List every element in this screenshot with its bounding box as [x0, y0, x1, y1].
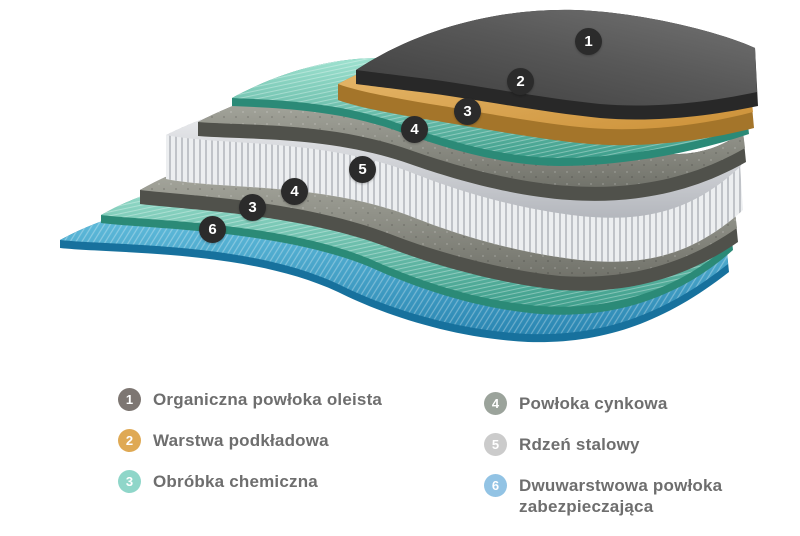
legend-badge-3: 3: [118, 470, 141, 493]
layer-badge-2: 2: [507, 68, 534, 95]
legend-badge-2: 2: [118, 429, 141, 452]
legend-badge-6: 6: [484, 474, 507, 497]
legend-item-5: 5 Rdzeń stalowy: [484, 433, 784, 456]
legend-item-6: 6 Dwuwarstwowa powłoka zabezpieczająca: [484, 474, 784, 518]
layer-badge-3-lower: 3: [239, 194, 266, 221]
layer-badge-3: 3: [454, 98, 481, 125]
legend-label-3: Obróbka chemiczna: [153, 472, 318, 491]
legend-label-2: Warstwa podkładowa: [153, 431, 329, 450]
legend-item-2: 2 Warstwa podkładowa: [118, 429, 448, 452]
legend-column-right: 4 Powłoka cynkowa 5 Rdzeń stalowy 6 Dwuw…: [484, 392, 784, 536]
legend-badge-4: 4: [484, 392, 507, 415]
layer-stack-diagram: [60, 9, 758, 343]
legend-item-1: 1 Organiczna powłoka oleista: [118, 388, 448, 411]
layer-badge-4-lower: 4: [281, 178, 308, 205]
legend-label-4: Powłoka cynkowa: [519, 394, 668, 413]
legend-badge-1: 1: [118, 388, 141, 411]
legend-column-left: 1 Organiczna powłoka oleista 2 Warstwa p…: [118, 388, 448, 511]
legend-label-1: Organiczna powłoka oleista: [153, 390, 383, 409]
layer-badge-5: 5: [349, 156, 376, 183]
legend-badge-5: 5: [484, 433, 507, 456]
legend-label-5: Rdzeń stalowy: [519, 435, 640, 454]
legend-item-3: 3 Obróbka chemiczna: [118, 470, 448, 493]
layer-1-sheet: [356, 9, 758, 120]
layer-badge-6: 6: [199, 216, 226, 243]
layer-badge-1: 1: [575, 28, 602, 55]
legend-label-6: Dwuwarstwowa powłoka zabezpieczająca: [519, 476, 723, 517]
layer-badge-4: 4: [401, 116, 428, 143]
legend-item-4: 4 Powłoka cynkowa: [484, 392, 784, 415]
